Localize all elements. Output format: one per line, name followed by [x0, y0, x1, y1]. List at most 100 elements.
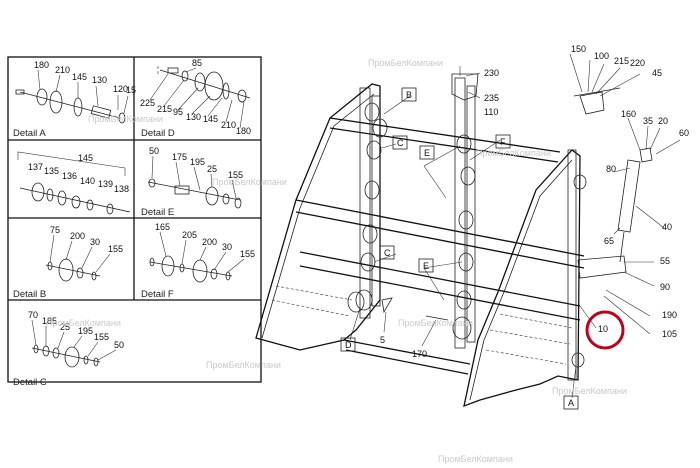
- part-num: 135: [44, 166, 59, 176]
- part-num: 165: [155, 222, 170, 232]
- detail-c: 70 185 25 195 155 50 Detail C: [13, 310, 124, 388]
- part-num: 220: [630, 58, 645, 68]
- part-num: 210: [55, 65, 70, 75]
- part-num: 95: [173, 107, 183, 117]
- part-num: 138: [114, 184, 129, 194]
- watermark-text: ПромБелКомпани: [88, 114, 163, 124]
- part-num: 155: [240, 249, 255, 259]
- detail-label: Detail E: [141, 207, 174, 218]
- detail-a: 180 210 145 130 120 15 Detail A: [13, 60, 136, 139]
- part-num: 235: [484, 93, 499, 103]
- part-num: 136: [62, 171, 77, 181]
- part-num: 55: [660, 256, 670, 266]
- part-num: 190: [662, 310, 677, 320]
- part-num: 15: [126, 85, 136, 95]
- part-num: 215: [157, 104, 172, 114]
- part-num: 200: [202, 237, 217, 247]
- detail-a-exploded: 145 137 135 136 140 139 138: [17, 151, 131, 215]
- part-num: 137: [28, 162, 43, 172]
- letter-a: A: [568, 398, 574, 408]
- watermark-text: ПромБелКомпани: [212, 177, 287, 187]
- part-num: 25: [60, 322, 70, 332]
- part-num: 139: [98, 179, 113, 189]
- part-num: 5: [380, 335, 385, 345]
- part-num: 120: [113, 84, 128, 94]
- part-num: 60: [679, 128, 689, 138]
- part-num: 185: [42, 316, 57, 326]
- part-num: 75: [50, 225, 60, 235]
- detail-b: 75 200 30 155 Detail B: [13, 225, 123, 300]
- part-num: 195: [190, 157, 205, 167]
- watermark-text: ПромБелКомпани: [46, 318, 121, 328]
- part-num: 210: [221, 120, 236, 130]
- part-num: 145: [203, 114, 218, 124]
- part-num: 155: [108, 244, 123, 254]
- part-num: 175: [172, 152, 187, 162]
- main-part-numbers: 230 235 110 150 100 215 220 45 160 35 20…: [380, 44, 689, 359]
- watermark-text: ПромБелКомпани: [206, 360, 281, 370]
- detail-label: Detail C: [13, 377, 47, 388]
- part-num: 30: [222, 242, 232, 252]
- part-num: 205: [182, 230, 197, 240]
- part-num: 145: [78, 153, 93, 163]
- part-num: 40: [662, 222, 672, 232]
- watermark-text: ПромБелКомпани: [552, 386, 627, 396]
- detail-f: 165 205 200 30 155 Detail F: [141, 222, 255, 300]
- part-num: 80: [606, 164, 616, 174]
- part-num: 85: [192, 58, 202, 68]
- part-num: 180: [34, 60, 49, 70]
- part-num: 50: [149, 146, 159, 156]
- highlighted-part-num: 10: [598, 324, 608, 334]
- part-num: 20: [658, 116, 668, 126]
- part-num: 200: [70, 231, 85, 241]
- part-num: 170: [412, 349, 427, 359]
- watermark-text: ПромБелКомпани: [368, 58, 443, 68]
- detail-label: Detail A: [13, 128, 46, 139]
- detail-label: Detail F: [141, 289, 174, 300]
- part-num: 45: [652, 68, 662, 78]
- letter-d: D: [345, 340, 352, 350]
- letter-e: E: [424, 148, 430, 158]
- watermarks: ПромБелКомпани ПромБелКомпани ПромБелКом…: [46, 58, 627, 464]
- part-num: 35: [643, 116, 653, 126]
- highlight-circle: [585, 310, 625, 350]
- detail-d: 85 225 215 95 130 145 210 180 Detail D: [140, 58, 251, 139]
- part-num: 65: [604, 236, 614, 246]
- part-num: 70: [28, 310, 38, 320]
- watermark-text: ПромБелКомпани: [476, 148, 551, 158]
- letter-c: C: [397, 138, 404, 148]
- part-num: 50: [114, 340, 124, 350]
- letter-f: F: [500, 137, 506, 147]
- part-num: 215: [614, 56, 629, 66]
- part-num: 30: [90, 237, 100, 247]
- detail-panel: [7, 56, 262, 383]
- part-num: 130: [92, 75, 107, 85]
- detail-e: 50 175 195 25 155 Detail E: [141, 146, 243, 218]
- watermark-text: ПромБелКомпани: [398, 318, 473, 328]
- part-num: 180: [236, 126, 251, 136]
- part-num: 140: [80, 176, 95, 186]
- main-assembly: [255, 73, 653, 408]
- part-num: 230: [484, 68, 499, 78]
- part-num: 150: [571, 44, 586, 54]
- part-num: 160: [621, 109, 636, 119]
- part-num: 155: [228, 170, 243, 180]
- part-num: 195: [78, 326, 93, 336]
- part-num: 100: [594, 51, 609, 61]
- part-num: 25: [207, 164, 217, 174]
- part-num: 130: [186, 112, 201, 122]
- letter-c: C: [384, 248, 391, 258]
- part-num: 90: [660, 282, 670, 292]
- detail-reference-letters: B C E F C E D A: [340, 87, 579, 410]
- detail-label: Detail D: [141, 128, 175, 139]
- part-num: 110: [484, 107, 498, 117]
- part-num: 225: [140, 98, 155, 108]
- part-num: 145: [72, 72, 87, 82]
- letter-e: E: [423, 261, 429, 271]
- watermark-text: ПромБелКомпани: [438, 454, 513, 464]
- letter-b: B: [406, 90, 412, 100]
- part-num: 155: [94, 332, 109, 342]
- part-num: 105: [662, 329, 677, 339]
